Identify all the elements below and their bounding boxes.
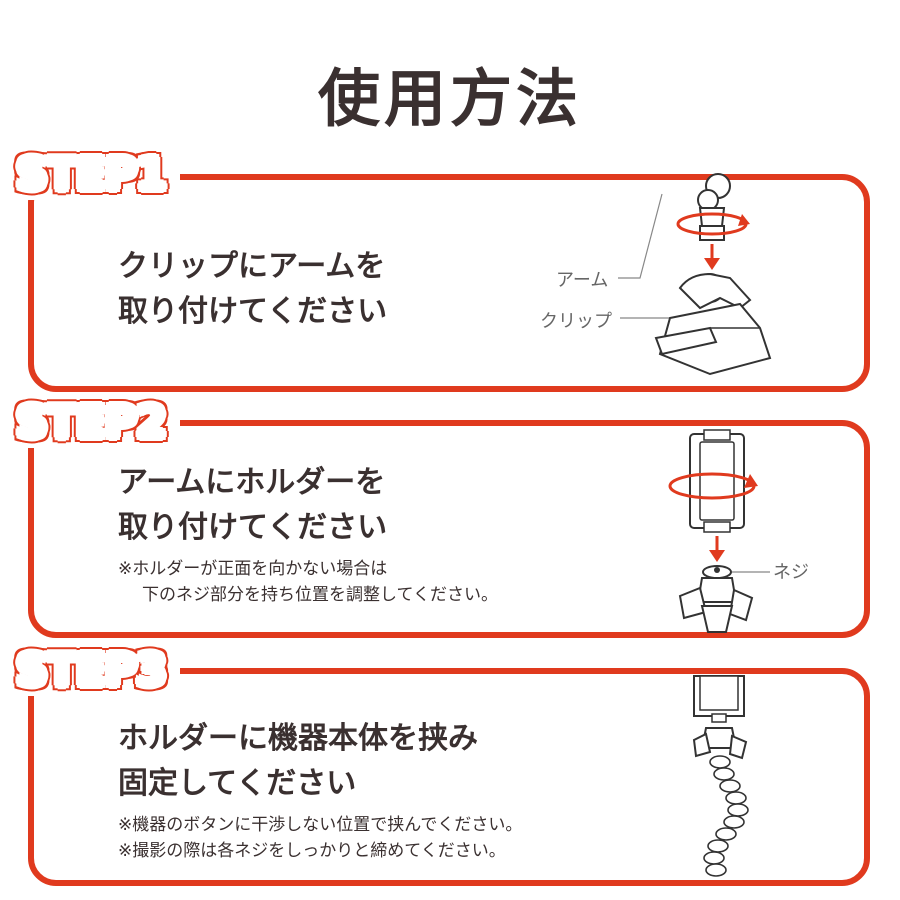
step2-note-2: 下のネジ部分を持ち位置を調整してください。 (142, 585, 498, 605)
screw-callout: ネジ (773, 562, 809, 583)
assembled-stand-illustration (692, 675, 749, 877)
step2-heading: アームにホルダーを 取り付けてください (118, 460, 387, 550)
step3-notes: ※機器のボタンに干渉しない位置で挟んでください。 ※撮影の際は各ネジをしっかりと… (118, 812, 522, 864)
holder-illustration (668, 429, 770, 633)
step1-heading-line2: 取り付けてください (118, 294, 388, 329)
step2-heading-line1: アームにホルダーを (118, 465, 386, 500)
clip-callout: クリップ (540, 311, 612, 332)
clip-arm-illustration (618, 173, 772, 376)
step3-heading-line2: 固定してください (118, 766, 357, 801)
step1-heading-line1: クリップにアームを (118, 249, 386, 284)
page-title: 使用方法 (317, 62, 582, 135)
step1-heading: クリップにアームを 取り付けてください (118, 244, 387, 334)
step2-label: STEP2 (4, 398, 180, 448)
step2-notes: ※ホルダーが正面を向かない場合は 下のネジ部分を持ち位置を調整してください。 (118, 556, 498, 608)
step3-heading: ホルダーに機器本体を挟み 固定してください (118, 716, 478, 806)
step3-label: STEP3 (4, 646, 180, 696)
step2-heading-line2: 取り付けてください (118, 510, 388, 545)
arm-callout: アーム (556, 270, 609, 291)
step3-heading-line1: ホルダーに機器本体を挟み (118, 721, 478, 756)
step3-note-2: ※撮影の際は各ネジをしっかりと締めてください。 (118, 841, 506, 861)
step2-note-1: ※ホルダーが正面を向かない場合は (118, 559, 388, 579)
step1-label: STEP1 (4, 150, 180, 200)
step3-note-1: ※機器のボタンに干渉しない位置で挟んでください。 (118, 815, 523, 835)
